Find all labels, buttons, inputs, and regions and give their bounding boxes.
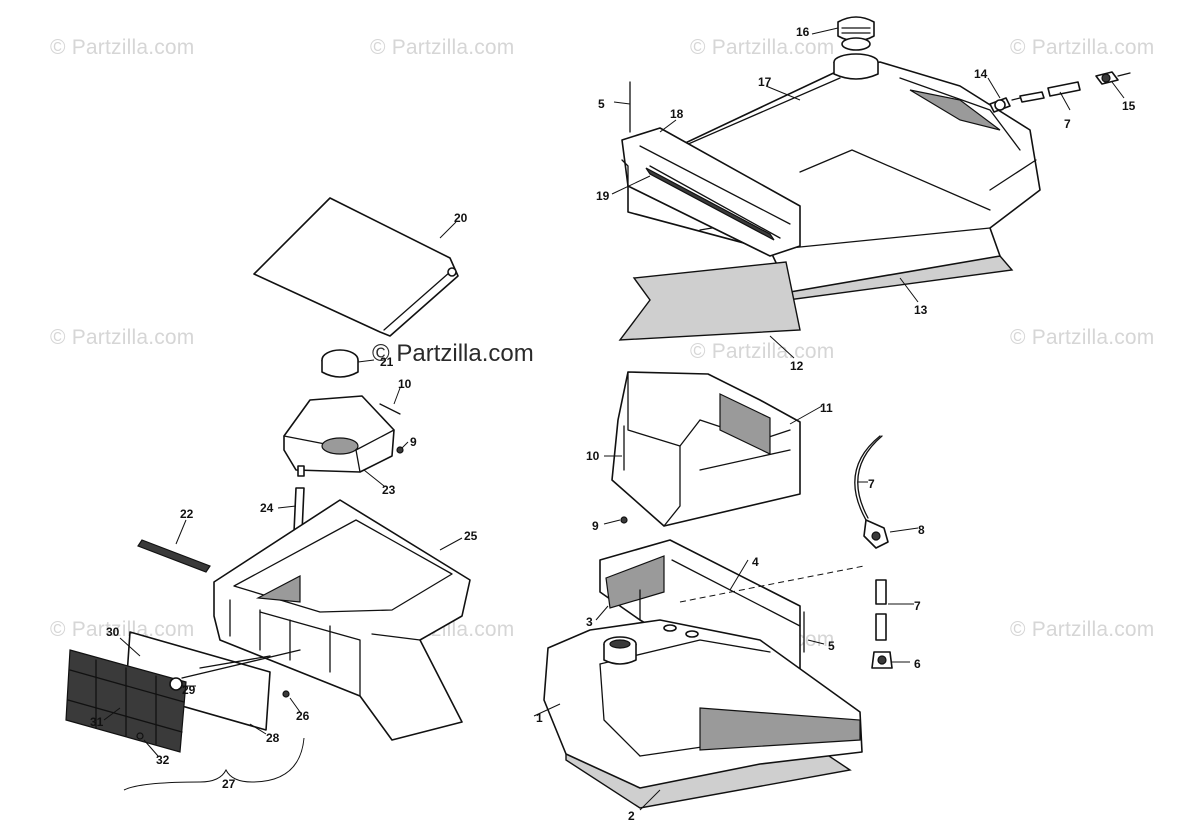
callout-7-lower: 7 <box>914 599 921 613</box>
center-watermark: © Partzilla.com <box>372 340 534 367</box>
callout-32: 32 <box>156 753 170 767</box>
callout-14: 14 <box>974 67 988 81</box>
lid-20 <box>253 197 459 337</box>
callout-13: 13 <box>914 303 928 317</box>
callout-27: 27 <box>222 777 236 791</box>
callout-9-right: 9 <box>592 519 599 533</box>
callout-7-hose: 7 <box>868 477 875 491</box>
watermark: © Partzilla.com <box>1010 326 1155 349</box>
callout-29: 29 <box>182 683 196 697</box>
watermark: © Partzilla.com <box>1010 618 1155 641</box>
callout-10-left: 10 <box>398 377 412 391</box>
fuel-cap-16 <box>837 16 875 51</box>
callout-25: 25 <box>464 529 478 543</box>
callout-26: 26 <box>296 709 310 723</box>
callout-12: 12 <box>790 359 804 373</box>
callout-10-right: 10 <box>586 449 600 463</box>
foam-sheet-12 <box>618 261 801 341</box>
watermark: © Partzilla.com <box>690 340 835 363</box>
bracket-27 <box>123 737 305 791</box>
callout-20: 20 <box>454 211 468 225</box>
callout-7-top: 7 <box>1064 117 1071 131</box>
oil-tank-23 <box>283 395 395 477</box>
callout-30: 30 <box>106 625 120 639</box>
callout-16: 16 <box>796 25 810 39</box>
callout-15: 15 <box>1122 99 1136 113</box>
heat-shield-11 <box>611 371 801 527</box>
watermark: © Partzilla.com <box>50 36 195 59</box>
screw-32 <box>136 732 144 740</box>
watermark: © Partzilla.com <box>1010 36 1155 59</box>
watermark: © Partzilla.com <box>50 326 195 349</box>
callout-28: 28 <box>266 731 280 745</box>
tail-light-assembly <box>65 631 301 753</box>
callout-5-upper: 5 <box>598 97 605 111</box>
callout-18: 18 <box>670 107 684 121</box>
watermark: © Partzilla.com <box>690 36 835 59</box>
callout-3: 3 <box>586 615 593 629</box>
callout-8: 8 <box>918 523 925 537</box>
fasteners-left <box>379 403 404 454</box>
callout-31: 31 <box>90 715 104 729</box>
strip-22 <box>137 539 211 573</box>
callout-22: 22 <box>180 507 194 521</box>
fasteners-right <box>620 425 628 524</box>
fuel-line-assembly <box>679 435 893 669</box>
console-housing-25 <box>213 499 471 741</box>
callout-23: 23 <box>382 483 396 497</box>
callout-21: 21 <box>380 355 394 369</box>
lower-fuel-tank-1 <box>543 619 863 809</box>
callout-2: 2 <box>628 809 635 823</box>
watermark: © Partzilla.com <box>370 36 515 59</box>
callout-24: 24 <box>260 501 274 515</box>
screw-26 <box>282 690 290 698</box>
callout-11: 11 <box>820 401 833 415</box>
cap-21 <box>321 349 359 378</box>
callout-9-left: 9 <box>410 435 417 449</box>
callout-5-lower: 5 <box>828 639 835 653</box>
watermark: © Partzilla.com <box>50 618 195 641</box>
callout-1: 1 <box>536 711 543 725</box>
callout-17: 17 <box>758 75 772 89</box>
callout-labels: 1 2 3 4 5 5 6 7 7 7 8 9 9 10 10 11 12 13… <box>90 25 1136 823</box>
callout-19: 19 <box>596 189 610 203</box>
channel-bracket-18 <box>621 127 801 257</box>
callout-4: 4 <box>752 555 759 569</box>
vent-line-assembly-top <box>989 71 1131 113</box>
leader-lines <box>103 27 1125 811</box>
callout-6: 6 <box>914 657 921 671</box>
